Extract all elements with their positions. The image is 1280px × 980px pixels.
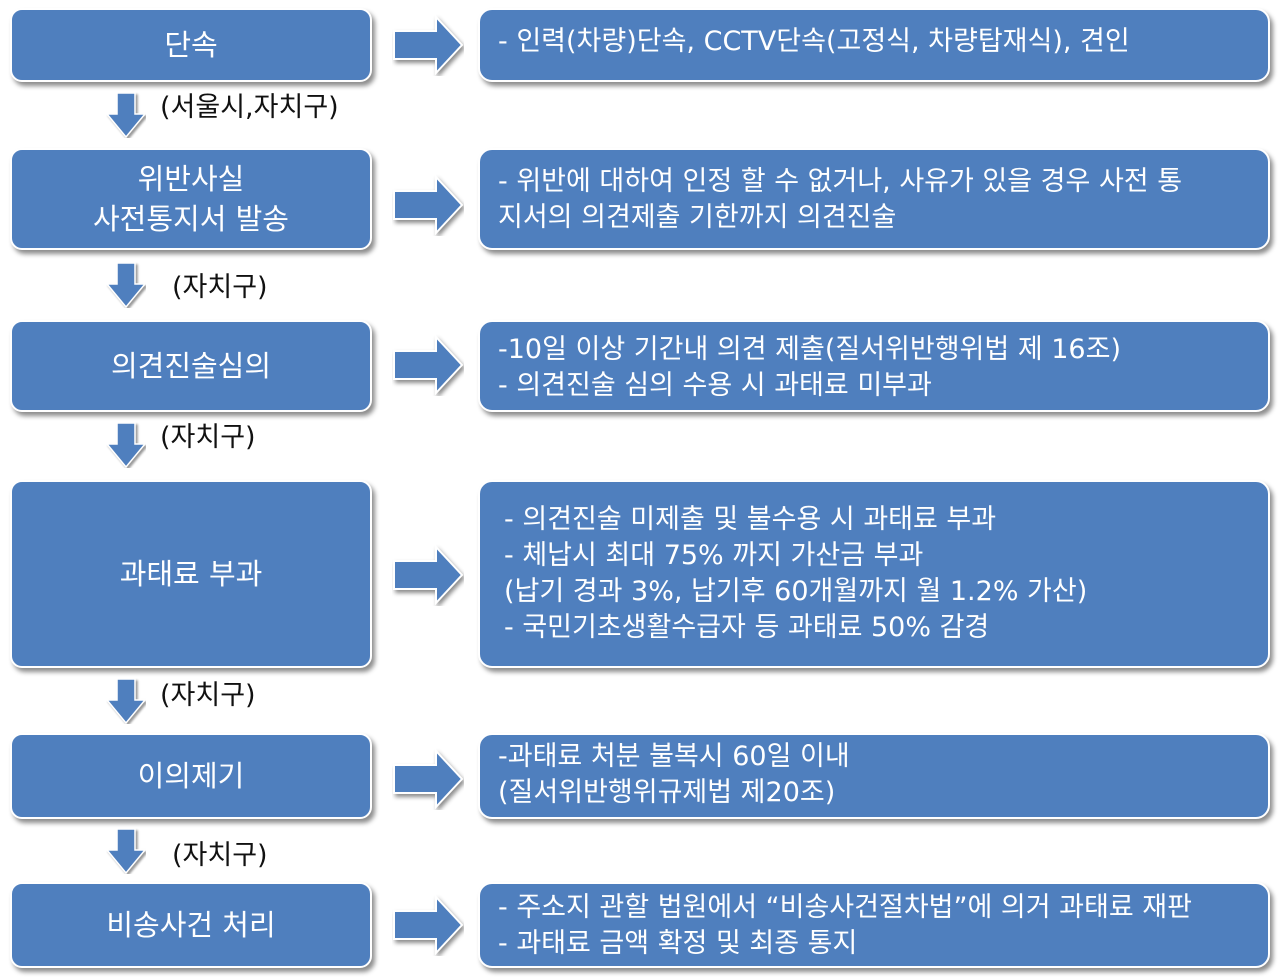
down-arrow-icon [106,422,146,468]
step-box-objection: 이의제기 [10,733,372,819]
step-box-prior-notice: 위반사실 사전통지서 발송 [10,148,372,250]
step-label: 위반사실 [137,162,245,196]
description-line: - 위반에 대하여 인정 할 수 없거나, 사유가 있을 경우 사전 통 [498,166,1183,197]
transition-label: (자치구) [172,272,268,303]
transition-label: (자치구) [160,422,256,453]
description-box-prior-notice: - 위반에 대하여 인정 할 수 없거나, 사유가 있을 경우 사전 통 지서의… [478,148,1270,250]
description-line: - 인력(차량)단속, CCTV단속(고정식, 차량탑재식), 견인 [498,26,1130,57]
step-box-fine-imposition: 과태료 부과 [10,480,372,668]
description-box-enforcement: - 인력(차량)단속, CCTV단속(고정식, 차량탑재식), 견인 [478,8,1270,82]
right-arrow-icon [393,174,464,236]
description-box-fine-imposition: - 의견진술 미제출 및 불수용 시 과태료 부과 - 체납시 최대 75% 까… [478,480,1270,668]
step-box-opinion-review: 의견진술심의 [10,320,372,412]
description-box-objection: -과태료 처분 불복시 60일 이내 (질서위반행위규제법 제20조) [478,733,1270,819]
right-arrow-icon [393,14,464,76]
right-arrow-icon [393,544,464,606]
description-line: - 국민기초생활수급자 등 과태료 50% 감경 [504,612,990,643]
description-line: - 주소지 관할 법원에서 “비송사건절차법”에 의거 과태료 재판 [498,892,1192,923]
description-line: - 과태료 금액 확정 및 최종 통지 [498,928,858,959]
description-box-non-contentious-case: - 주소지 관할 법원에서 “비송사건절차법”에 의거 과태료 재판 - 과태료… [478,882,1270,968]
description-line: (질서위반행위규제법 제20조) [498,777,836,808]
step-label: 비송사건 처리 [106,908,276,942]
description-line: 지서의 의견제출 기한까지 의견진술 [498,202,897,233]
step-label: 사전통지서 발송 [93,202,289,236]
transition-label: (서울시,자치구) [160,92,339,123]
right-arrow-icon [393,334,464,396]
down-arrow-icon [106,828,146,874]
step-label: 단속 [164,28,218,62]
down-arrow-icon [106,92,146,138]
transition-label: (자치구) [172,840,268,871]
right-arrow-icon [393,894,464,956]
step-label: 의견진술심의 [110,349,272,383]
description-line: - 체납시 최대 75% 까지 가산금 부과 [504,540,924,571]
description-line: - 의견진술 미제출 및 불수용 시 과태료 부과 [504,504,997,535]
down-arrow-icon [106,678,146,724]
step-box-enforcement: 단속 [10,8,372,82]
description-line: - 의견진술 심의 수용 시 과태료 미부과 [498,370,932,401]
description-line: -10일 이상 기간내 의견 제출(질서위반행위법 제 16조) [498,334,1121,365]
right-arrow-icon [393,748,464,810]
step-box-non-contentious-case: 비송사건 처리 [10,882,372,968]
description-line: -과태료 처분 불복시 60일 이내 [498,741,850,772]
down-arrow-icon [106,262,146,308]
step-label: 과태료 부과 [119,557,263,591]
transition-label: (자치구) [160,680,256,711]
description-box-opinion-review: -10일 이상 기간내 의견 제출(질서위반행위법 제 16조) - 의견진술 … [478,320,1270,412]
step-label: 이의제기 [137,759,245,793]
description-line: (납기 경과 3%, 납기후 60개월까지 월 1.2% 가산) [504,576,1088,607]
